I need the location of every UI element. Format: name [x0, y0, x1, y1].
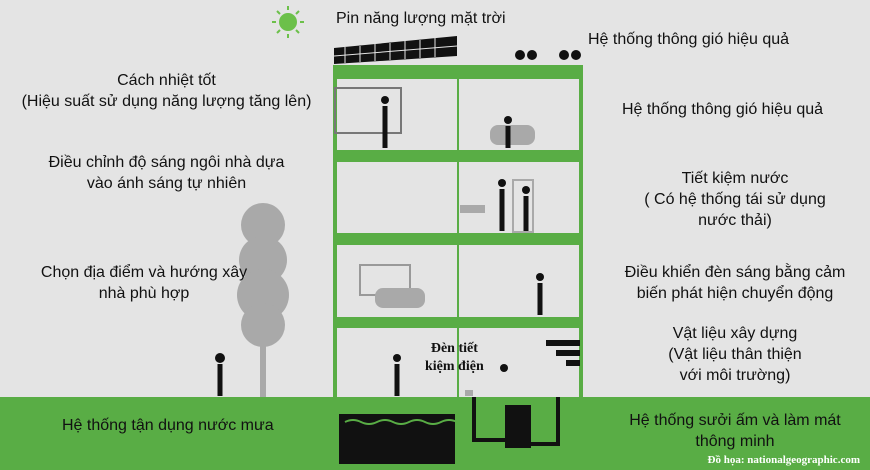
label-lamp: Đèn tiết kiệm điện [425, 340, 484, 376]
label-water: Tiết kiệm nước ( Có hệ thống tái sử dụng… [600, 168, 870, 231]
label-line: Hệ thống sưởi ấm và làm mát [629, 412, 841, 429]
label-insulation: Cách nhiệt tốt (Hiệu suất sử dụng năng l… [0, 70, 333, 112]
label-line: Điều chỉnh độ sáng ngôi nhà dựa [48, 154, 285, 171]
label-daylight: Điều chỉnh độ sáng ngôi nhà dựa vào ánh … [0, 152, 333, 194]
label-materials: Vật liệu xây dựng (Vật liệu thân thiện v… [600, 323, 870, 386]
sun-icon [272, 6, 304, 38]
rainwater-tank [339, 414, 458, 464]
label-rain: Hệ thống tận dụng nước mưa [62, 417, 274, 434]
label-line: Cách nhiệt tốt [117, 72, 216, 89]
label-line: nước thải) [698, 212, 772, 229]
label-line: Chọn địa điểm và hướng xây [40, 264, 248, 281]
rooms-content [215, 87, 580, 396]
label-line: với môi trường) [679, 367, 791, 384]
label-line: nhà phù hợp [98, 285, 190, 302]
tree-icon [237, 203, 289, 397]
roof-plants-icon [515, 50, 581, 60]
label-line: thông minh [695, 433, 775, 450]
label-line: (Hiệu suất sử dụng năng lượng tăng lên) [21, 93, 312, 110]
label-solar: Pin năng lượng mặt trời [336, 10, 506, 27]
label-line: Điều khiển đèn sáng bằng cảm [624, 264, 846, 281]
label-line: Tiết kiệm nước [681, 170, 789, 187]
label-line: Vật liệu xây dựng [672, 325, 798, 342]
label-line: Đèn tiết [430, 341, 478, 356]
label-ventilation: Hệ thống thông gió hiệu quả [622, 101, 824, 118]
label-site: Chọn địa điểm và hướng xây nhà phù hợp [0, 262, 288, 304]
label-line: vào ánh sáng tự nhiên [86, 175, 247, 192]
label-line: biến phát hiện chuyển động [636, 285, 834, 302]
label-ventilation-top: Hệ thống thông gió hiệu quả [588, 31, 790, 48]
label-line: kiệm điện [425, 359, 484, 374]
label-hvac: Hệ thống sưởi ấm và làm mát thông minh [600, 410, 870, 452]
credit: Đồ họa: nationalgeographic.com [707, 454, 860, 466]
solar-panel-icon [333, 36, 458, 64]
hvac-unit [472, 397, 560, 448]
building-frame [333, 65, 583, 397]
label-line: ( Có hệ thống tái sử dụng [644, 191, 826, 208]
label-line: (Vật liệu thân thiện [668, 346, 802, 363]
label-motion: Điều khiển đèn sáng bằng cảm biến phát h… [600, 262, 870, 304]
